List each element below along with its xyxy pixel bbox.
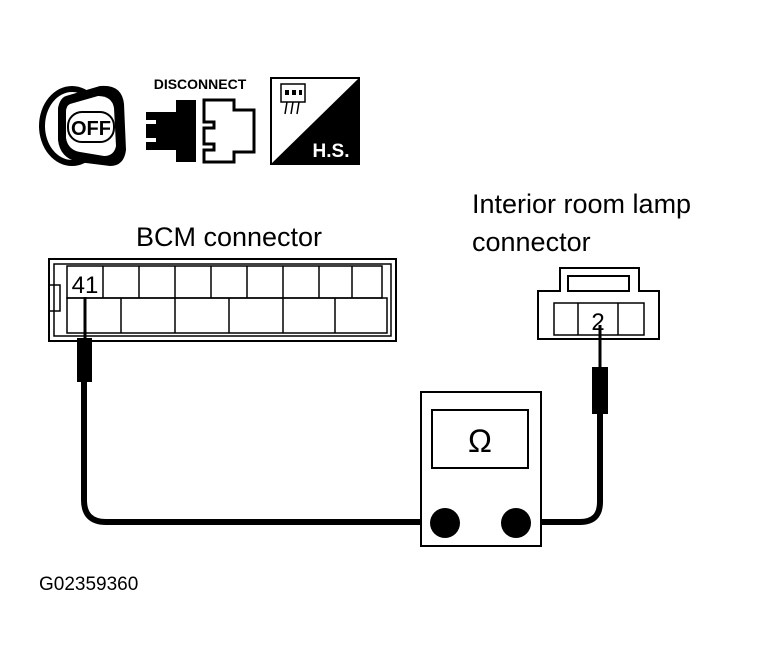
meter-terminal-left	[430, 508, 460, 538]
ignition-off-text: OFF	[71, 118, 111, 140]
left-probe	[77, 297, 420, 525]
harness-side-connector-icon: H.S.	[270, 77, 360, 165]
bcm-terminal-41: 41	[72, 272, 99, 299]
meter-terminal-right	[501, 508, 531, 538]
ignition-key-off-icon: OFF	[39, 85, 126, 166]
lamp-connector-label-line2: connector	[472, 227, 591, 257]
bcm-connector-label: BCM connector	[136, 222, 322, 252]
disconnect-text: DISCONNECT	[154, 76, 247, 92]
lamp-connector: 2	[537, 267, 660, 340]
lamp-connector-label-line1: Interior room lamp	[472, 189, 691, 219]
ohmmeter-icon: Ω	[420, 391, 542, 547]
bcm-connector: 41	[48, 258, 397, 342]
lamp-terminal-2: 2	[591, 309, 604, 336]
hs-text: H.S.	[313, 141, 350, 162]
connector-disconnect-icon: DISCONNECT	[146, 76, 256, 164]
ohm-symbol: Ω	[468, 423, 492, 459]
figure-id: G02359360	[39, 574, 138, 595]
right-probe	[538, 325, 608, 525]
